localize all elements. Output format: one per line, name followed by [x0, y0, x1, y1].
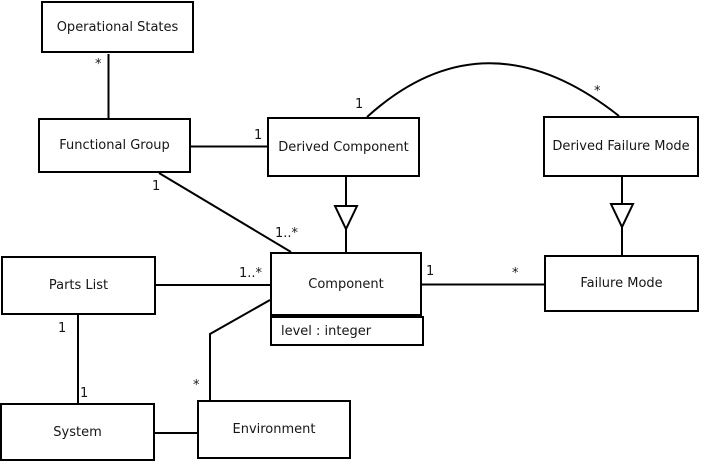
class-name-label: Derived Failure Mode	[552, 139, 690, 154]
class-derived-component: Derived Component	[267, 117, 420, 177]
class-component-attributes: level : integer	[270, 316, 424, 346]
multiplicity-label: 1	[254, 128, 262, 143]
class-name-label: System	[53, 424, 102, 440]
class-name-label: Parts List	[48, 278, 109, 293]
class-failure-mode: Failure Mode	[544, 255, 699, 312]
multiplicity-label: 1	[58, 321, 66, 336]
class-attribute-label: level : integer	[281, 323, 372, 339]
class-name-label: Operational States	[56, 19, 179, 35]
multiplicity-label: *	[95, 57, 102, 72]
multiplicity-label: *	[193, 378, 200, 393]
class-name-label: Functional Group	[59, 138, 170, 153]
class-name-label: Component	[308, 276, 384, 292]
class-name-label: Derived Component	[278, 139, 409, 155]
class-environment: Environment	[197, 400, 351, 459]
multiplicity-label: *	[594, 84, 601, 99]
class-operational-states: Operational States	[41, 1, 194, 53]
class-derived-failure-mode: Derived Failure Mode	[543, 116, 699, 177]
class-system: System	[0, 403, 155, 461]
class-functional-group: Functional Group	[38, 118, 191, 173]
multiplicity-label: 1..*	[275, 226, 299, 241]
multiplicity-label: 1	[426, 264, 434, 279]
multiplicity-label: 1	[355, 97, 363, 112]
multiplicity-label: 1..*	[239, 266, 263, 281]
edge-derived-component--derived-failure-mode-arc	[366, 62, 620, 118]
class-name-label: Failure Mode	[580, 276, 663, 291]
edge-functional-group--component	[158, 172, 292, 253]
class-name-label: Environment	[232, 422, 316, 437]
multiplicity-label: 1	[152, 179, 160, 194]
class-parts-list: Parts List	[1, 256, 156, 315]
generalization-arrow-derived-component	[333, 205, 359, 232]
multiplicity-label: 1	[80, 386, 88, 401]
class-component: Component	[270, 252, 422, 316]
edge-environment--component	[209, 299, 271, 400]
multiplicity-label: *	[512, 266, 519, 281]
generalization-arrow-derived-failure-mode	[609, 203, 635, 230]
